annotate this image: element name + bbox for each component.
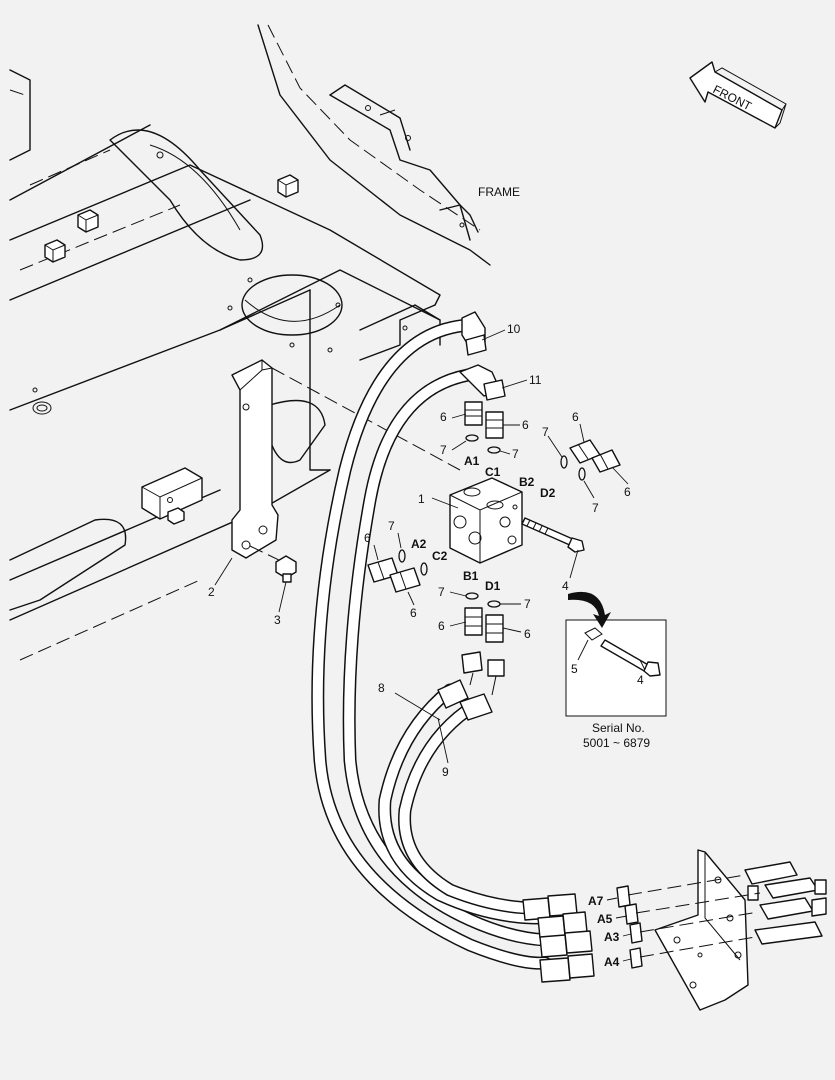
port-a1: A1 — [464, 454, 480, 468]
callout-7: 7 — [388, 519, 395, 533]
callout-3: 3 — [274, 613, 281, 627]
callout-7: 7 — [438, 585, 445, 599]
leader-lines — [214, 329, 646, 962]
hose-bulkhead-ends — [522, 893, 595, 983]
callout-6: 6 — [572, 410, 579, 424]
port-a2: A2 — [411, 537, 427, 551]
callout-5: 5 — [571, 662, 578, 676]
callout-11: 8 — [378, 681, 385, 695]
bulkhead-plate — [616, 849, 827, 1011]
callout-6: 6 — [364, 531, 371, 545]
callout-6: 6 — [624, 485, 631, 499]
frame-label: FRAME — [478, 185, 520, 199]
hose-end-fittings — [437, 311, 506, 721]
port-c1: C1 — [485, 465, 501, 479]
port-b2: B2 — [519, 475, 535, 489]
serial-range: 5001 ~ 6879 — [583, 736, 650, 750]
serial-title: Serial No. — [592, 721, 645, 735]
callout-6: 6 — [438, 619, 445, 633]
callout-6: 6 — [410, 606, 417, 620]
connector-fittings — [367, 401, 621, 643]
bolt-part-4 — [521, 517, 585, 553]
callout-2: 2 — [208, 585, 215, 599]
port-a5: A5 — [597, 912, 613, 926]
callout-9: 11 — [529, 373, 542, 387]
port-c2: C2 — [432, 549, 448, 563]
callout-numbers: 1 2 3 4 4 5 10 11 9 8 6 6 6 6 6 6 6 6 7 … — [208, 322, 644, 779]
callout-10: 9 — [442, 765, 449, 779]
port-labels: A1 C1 B2 D2 A2 C2 B1 D1 A7 A5 A3 A4 — [411, 454, 620, 969]
callout-6: 6 — [440, 410, 447, 424]
port-a4: A4 — [604, 955, 620, 969]
frame-structure — [9, 24, 491, 661]
hoses — [311, 318, 552, 970]
callout-7: 7 — [542, 425, 549, 439]
inset-pointer-arrow — [568, 591, 611, 628]
callout-7: 7 — [592, 501, 599, 515]
port-b1: B1 — [463, 569, 479, 583]
callout-4-inset: 4 — [637, 673, 644, 687]
port-a7: A7 — [588, 894, 604, 908]
callout-7: 7 — [512, 447, 519, 461]
callout-4: 4 — [562, 579, 569, 593]
valve-block — [449, 477, 523, 564]
port-d1: D1 — [485, 579, 501, 593]
port-d2: D2 — [540, 486, 556, 500]
serial-inset — [565, 619, 667, 717]
callout-7: 7 — [440, 443, 447, 457]
callout-8: 10 — [507, 322, 521, 336]
front-arrow: FRONT — [689, 61, 787, 129]
callout-7: 7 — [524, 597, 531, 611]
callout-1: 1 — [418, 492, 425, 506]
port-a3: A3 — [604, 930, 620, 944]
callout-6: 6 — [522, 418, 529, 432]
bolt-part-3 — [275, 555, 297, 583]
callout-6: 6 — [524, 627, 531, 641]
